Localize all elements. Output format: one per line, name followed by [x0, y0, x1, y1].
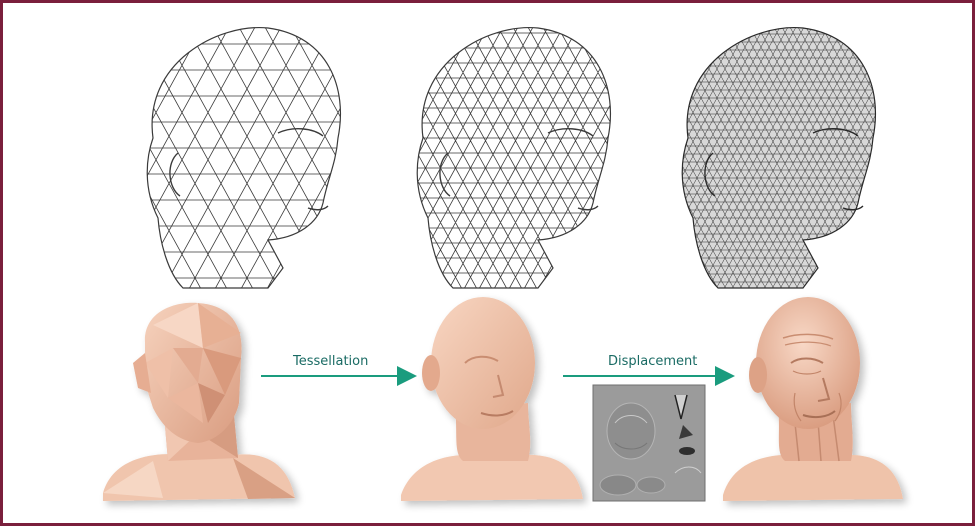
displacement-label: Displacement: [608, 354, 697, 369]
tessellation-label: Tessellation: [292, 354, 368, 369]
shaded-head-faceted: [103, 303, 295, 501]
shaded-head-detailed: [723, 297, 903, 501]
displacement-arrow: Displacement: [563, 354, 731, 376]
displacement-map-texture: [593, 385, 705, 501]
tessellation-arrow: Tessellation: [261, 354, 413, 376]
shaded-head-smooth: [401, 297, 583, 501]
figure-canvas: Tessellation Displacement: [3, 3, 975, 529]
